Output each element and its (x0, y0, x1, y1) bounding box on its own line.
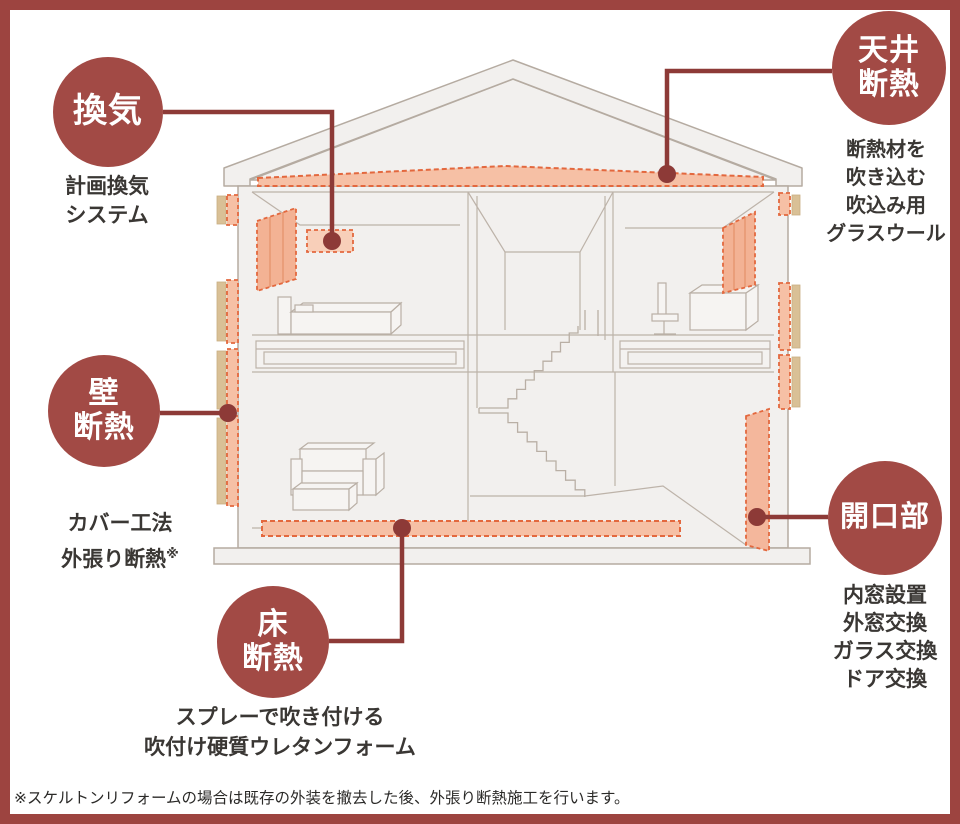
callout-floor-insulation: 床 断熱 (217, 586, 329, 698)
callout-floor-label: 床 断熱 (242, 607, 304, 676)
connector-dot-floor (393, 519, 411, 537)
wall-insulation-right (778, 192, 801, 410)
callout-wall-insulation: 壁 断熱 (48, 355, 160, 467)
ceiling-insulation-band (257, 164, 764, 187)
callout-ventilation-label: 換気 (73, 92, 143, 131)
wall-insulation-left (216, 194, 239, 507)
ceiling-description: 断熱材を 吹き込む 吹込み用 グラスウール (826, 139, 946, 245)
wall-description-text: カバー工法 外張り断熱 (61, 512, 173, 571)
callout-wall-label: 壁 断熱 (73, 376, 135, 445)
floor-cavity-boxes (255, 340, 771, 369)
connector-dot-opening (748, 508, 766, 526)
window-right (722, 210, 756, 295)
callout-ventilation: 換気 (53, 57, 163, 167)
connector-dot-ventilation (323, 232, 341, 250)
callout-ceiling-label: 天井 断熱 (858, 33, 920, 102)
chair (651, 282, 679, 335)
connector-ceiling (664, 68, 832, 174)
door-panel (745, 407, 770, 553)
staircase (478, 310, 599, 497)
callout-ceiling-insulation: 天井 断熱 (832, 11, 946, 125)
roof (223, 59, 803, 187)
floor-description: スプレーで吹き付ける 吹付け硬質ウレタンフォーム (144, 706, 416, 759)
bed (277, 296, 403, 336)
callout-opening-label: 開口部 (839, 501, 930, 534)
footnote: ※スケルトンリフォームの場合は既存の外装を撤去した後、外張り断熱施工を行います。 (14, 790, 630, 807)
connector-dot-wall (219, 404, 237, 422)
ottoman (291, 481, 359, 512)
callout-opening: 開口部 (828, 461, 942, 575)
opening-description: 内窓設置 外窓交換 ガラス交換 ドア交換 (832, 584, 938, 691)
connector-floor (329, 528, 405, 644)
wall-description: カバー工法 外張り断熱※ (30, 479, 210, 575)
connector-dot-ceiling (658, 165, 676, 183)
foundation (213, 547, 811, 565)
ventilation-description: 計画換気 システム (65, 175, 149, 227)
window-left (256, 206, 297, 293)
wall-description-note-mark: ※ (166, 546, 179, 561)
floor-insulation-band (261, 520, 681, 537)
connector-ventilation (163, 109, 335, 241)
